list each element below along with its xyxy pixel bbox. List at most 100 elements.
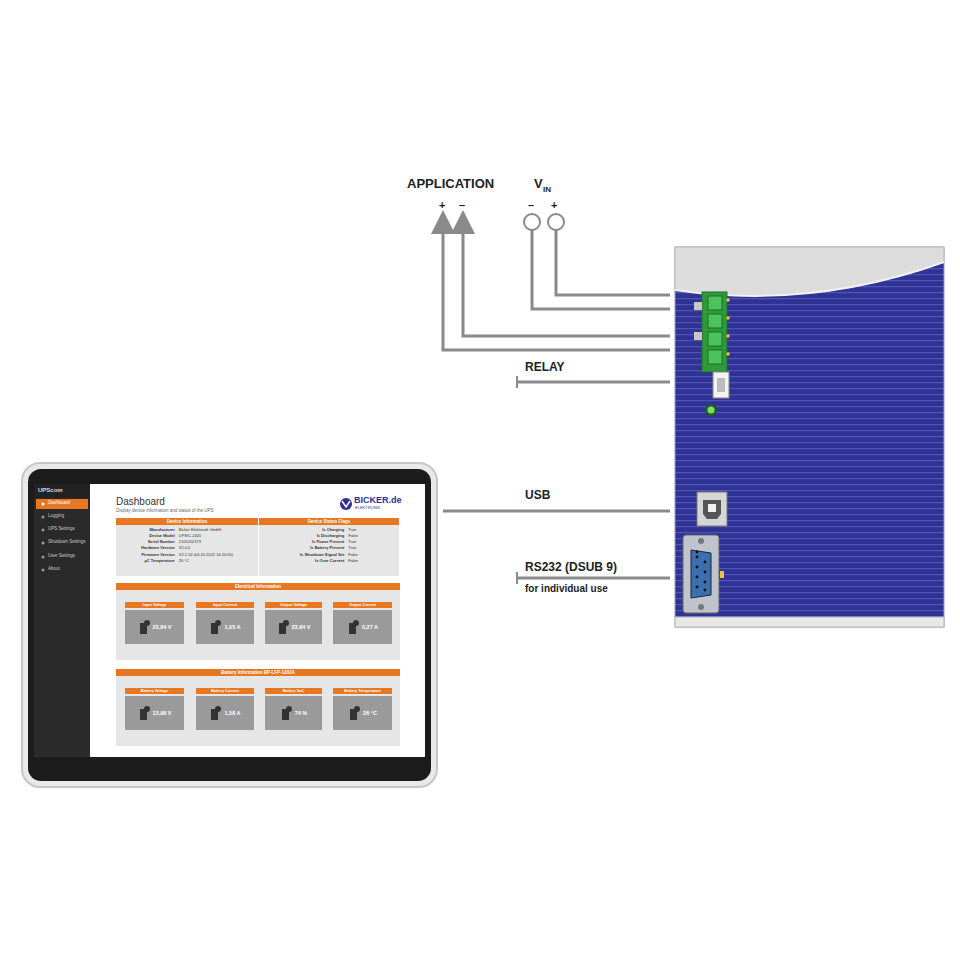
- row-key: Is Battery Present: [300, 546, 344, 551]
- value-box: 13,98 V: [125, 696, 184, 730]
- value-box: 26 °C: [333, 696, 392, 730]
- gauge-icon: [138, 705, 150, 721]
- value-card: Battery Temperature 26 °C: [333, 688, 392, 732]
- card-title: Battery Voltage: [125, 688, 184, 694]
- row-key: Is Over Current: [300, 559, 344, 564]
- panel-heading: Device Status Flags: [259, 518, 399, 525]
- gauge-icon: [209, 705, 221, 721]
- row-grid: Manufacturer Bicker Elektronik GmbH Device…: [116, 525, 258, 566]
- row-value: 2105202373: [179, 540, 233, 545]
- row-key: Manufacturer: [141, 528, 175, 533]
- row-value: False: [348, 559, 358, 564]
- signal-label: –: [459, 199, 465, 211]
- gauge-icon: [280, 705, 292, 721]
- row-grid: Is ChargingTrueIs DischargingFalseIs Pow…: [259, 525, 399, 566]
- value-box: 74 %: [265, 696, 322, 730]
- screen-text: Dashboard: [48, 501, 70, 506]
- value-text: 74 %: [295, 710, 308, 716]
- signal-label: RS232 (DSUB 9): [525, 561, 617, 574]
- signal-label: –: [528, 199, 534, 211]
- signal-label: +: [439, 199, 445, 211]
- row-value: Bicker Elektronik GmbH: [179, 528, 233, 533]
- screen-text: ELEKTRONIK: [355, 506, 380, 510]
- card-title: Input Voltage: [125, 602, 184, 608]
- info-table: Device InformationManufacturer Bicker Ele…: [116, 518, 258, 576]
- value-card: Output Current 0,27 A: [333, 602, 392, 646]
- row-value: 26 °C: [179, 559, 233, 564]
- card-title: Battery Current: [196, 688, 254, 694]
- value-text: 23,84 V: [292, 624, 311, 630]
- card-title: Battery Temperature: [333, 688, 392, 694]
- signal-label: APPLICATION: [407, 177, 494, 191]
- row-key: Is Discharging: [300, 534, 344, 539]
- screen-text: Display device information and status of…: [116, 509, 214, 514]
- value-text: 0,27 A: [362, 624, 378, 630]
- info-table: Device Status FlagsIs ChargingTrueIs Dis…: [259, 518, 399, 576]
- signal-label: USB: [525, 489, 550, 502]
- row-value: V2.1.10 (04.10.2022 14:20:00): [179, 553, 233, 558]
- row-key: Is Shutdown Signal Set: [300, 553, 344, 558]
- gauge-icon: [209, 619, 221, 635]
- screen-text: BICKER.de: [354, 496, 402, 506]
- gauge-icon: [347, 619, 359, 635]
- screen-text: User Settings: [48, 554, 75, 559]
- value-card: Input Current 1,05 A: [196, 602, 254, 646]
- screen-text: UPScom: [38, 487, 63, 494]
- row-value: False: [348, 534, 358, 539]
- row-value: False: [348, 553, 358, 558]
- panel-heading: Battery Information BP-LFP-1202A: [116, 669, 400, 676]
- row-key: µC Temperature: [141, 559, 175, 564]
- signal-label: +: [551, 199, 557, 211]
- screen-text: Shutdown Settings: [48, 540, 86, 545]
- row-value: UPSIC-2405: [179, 534, 233, 539]
- value-box: 0,27 A: [333, 610, 392, 644]
- screen-text: UPS Settings: [48, 527, 75, 532]
- gauge-icon: [348, 705, 360, 721]
- row-value: True: [348, 540, 358, 545]
- screen-text: Dashboard: [116, 496, 165, 507]
- card-title: Battery SoC: [265, 688, 322, 694]
- value-text: 23,84 V: [153, 624, 172, 630]
- value-card: Output Voltage 23,84 V: [265, 602, 322, 646]
- value-box: 23,84 V: [125, 610, 184, 644]
- panel-heading: Device Information: [116, 518, 258, 525]
- row-value: True: [348, 546, 358, 551]
- value-text: 1,58 A: [224, 710, 240, 716]
- value-card: Battery SoC 74 %: [265, 688, 322, 732]
- screen-text: Logging: [48, 514, 64, 519]
- value-card: Input Voltage 23,84 V: [125, 602, 184, 646]
- screen-text: About: [48, 567, 60, 572]
- value-box: 1,58 A: [196, 696, 254, 730]
- signal-label: V: [534, 177, 543, 191]
- row-key: Firmware Version: [141, 553, 175, 558]
- row-key: Hardware Version: [141, 546, 175, 551]
- signal-label: for individual use: [525, 583, 608, 594]
- signal-label: RELAY: [525, 361, 565, 374]
- row-value: True: [348, 528, 358, 533]
- value-card: Battery Voltage 13,98 V: [125, 688, 184, 732]
- value-text: 1,05 A: [224, 624, 240, 630]
- info-panel: Electrical InformationInput Voltage23,84…: [116, 583, 400, 660]
- signal-label: IN: [543, 186, 551, 195]
- value-box: 23,84 V: [265, 610, 322, 644]
- tablet: [22, 463, 437, 787]
- row-value: V2.0.0: [179, 546, 233, 551]
- gauge-icon: [138, 619, 150, 635]
- value-text: 13,98 V: [153, 710, 172, 716]
- row-key: Is Power Present: [300, 540, 344, 545]
- value-text: 26 °C: [363, 710, 377, 716]
- row-key: Is Charging: [300, 528, 344, 533]
- value-box: 1,05 A: [196, 610, 254, 644]
- wires: [443, 214, 670, 584]
- card-title: Input Current: [196, 602, 254, 608]
- ups-device: [675, 247, 944, 627]
- card-title: Output Current: [333, 602, 392, 608]
- info-panel: Battery Information BP-LFP-1202A Battery …: [116, 669, 400, 746]
- row-key: Serial Number: [141, 540, 175, 545]
- value-card: Battery Current 1,58 A: [196, 688, 254, 732]
- gauge-icon: [277, 619, 289, 635]
- row-key: Device Model: [141, 534, 175, 539]
- card-title: Output Voltage: [265, 602, 322, 608]
